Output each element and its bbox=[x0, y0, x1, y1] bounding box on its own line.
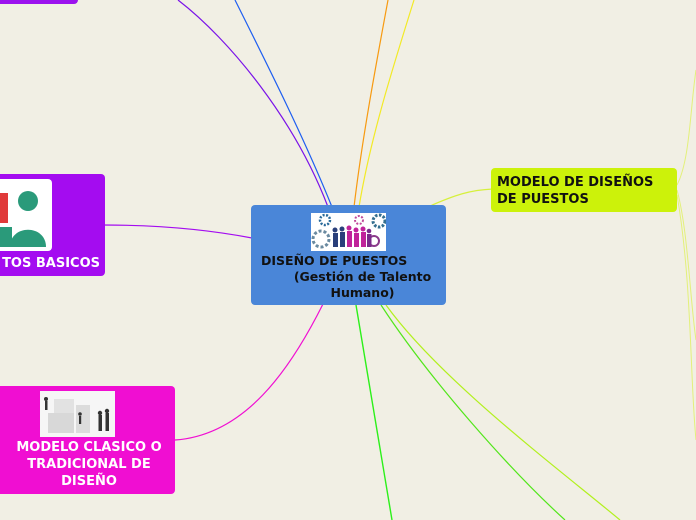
modelo-clasico-node[interactable]: MODELO CLASICO O TRADICIONAL DE DISEÑO bbox=[0, 386, 175, 494]
people-building-puzzle-image bbox=[40, 391, 115, 437]
person-icon-image bbox=[0, 179, 52, 251]
central-topic-title: DISEÑO DE PUESTOS bbox=[261, 253, 408, 268]
connector-top-yellow bbox=[358, 0, 415, 208]
business-people-gears-image bbox=[311, 213, 386, 251]
connector-bottom-lime bbox=[385, 304, 621, 520]
connector-clasico bbox=[174, 303, 324, 441]
central-topic-node[interactable]: DISEÑO DE PUESTOS (Gestión de Talento Hu… bbox=[251, 205, 446, 305]
connector-bottom-green bbox=[355, 304, 393, 520]
connector-modelo-sub3 bbox=[676, 194, 696, 441]
modelo-label-line2: DE PUESTOS bbox=[497, 192, 589, 207]
central-topic-subtitle: (Gestión de Talento Humano) bbox=[293, 269, 432, 300]
modelo-disenos-puestos-node[interactable]: MODELO DE DISEÑOS DE PUESTOS bbox=[491, 168, 677, 212]
connector-modelo bbox=[429, 188, 494, 207]
connector-top-orange bbox=[353, 0, 389, 208]
connector-bottom-green2 bbox=[380, 304, 566, 520]
connector-modelo-sub1 bbox=[676, 69, 696, 186]
conceptos-basicos-node[interactable]: TOS BASICOS bbox=[0, 174, 105, 276]
connector-basicos bbox=[102, 224, 253, 239]
modelo-label-line1: MODELO DE DISEÑOS bbox=[497, 175, 654, 190]
modelo-clasico-label: MODELO CLASICO O TRADICIONAL DE DISEÑO bbox=[16, 440, 162, 489]
conceptos-basicos-label: TOS BASICOS bbox=[2, 256, 100, 271]
connector-top-left-purple bbox=[177, 0, 329, 208]
connector-top-blue bbox=[234, 0, 333, 208]
partial-node-top-left[interactable] bbox=[0, 0, 78, 4]
connector-modelo-sub2 bbox=[676, 189, 696, 341]
